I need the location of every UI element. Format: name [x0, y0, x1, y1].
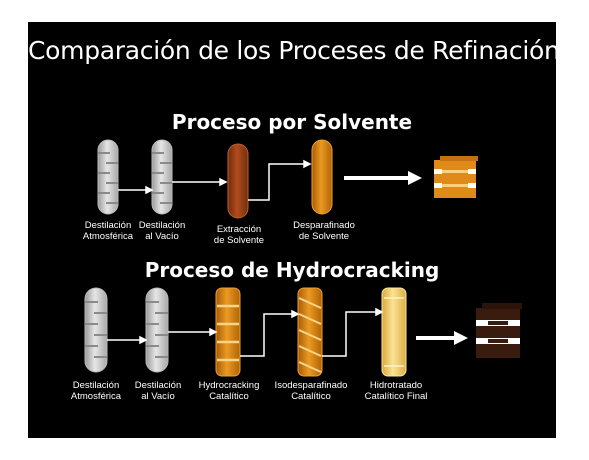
hc-step-5-icon [381, 287, 407, 377]
solvent-product-arrow [344, 171, 422, 185]
solvent-step-2-icon [151, 139, 173, 215]
solvent-flow-arrows [118, 159, 312, 201]
slide: Comparación de los Proceses de Refinació… [28, 22, 556, 438]
hc-product-arrow [416, 331, 468, 345]
page-title: Comparación de los Proceses de Refinació… [28, 36, 556, 65]
solvent-step-1-icon [97, 139, 119, 215]
solvent-step-3-icon [227, 143, 249, 219]
hc-step-2-icon [145, 287, 169, 373]
solvent-process-heading: Proceso por Solvente [171, 110, 413, 134]
solvent-product-drum-icon [434, 156, 478, 198]
process-diagram [84, 139, 522, 377]
hc-step-1-icon [84, 287, 108, 373]
hc-step-4-icon [297, 287, 323, 377]
hydrocracking-process-heading: Proceso de Hydrocracking [144, 258, 440, 282]
hc-product-drum-icon [476, 303, 522, 358]
solvent-step-4-icon [311, 139, 333, 215]
hc-flow-arrows [107, 307, 384, 357]
hc-step-3-icon [215, 287, 241, 377]
